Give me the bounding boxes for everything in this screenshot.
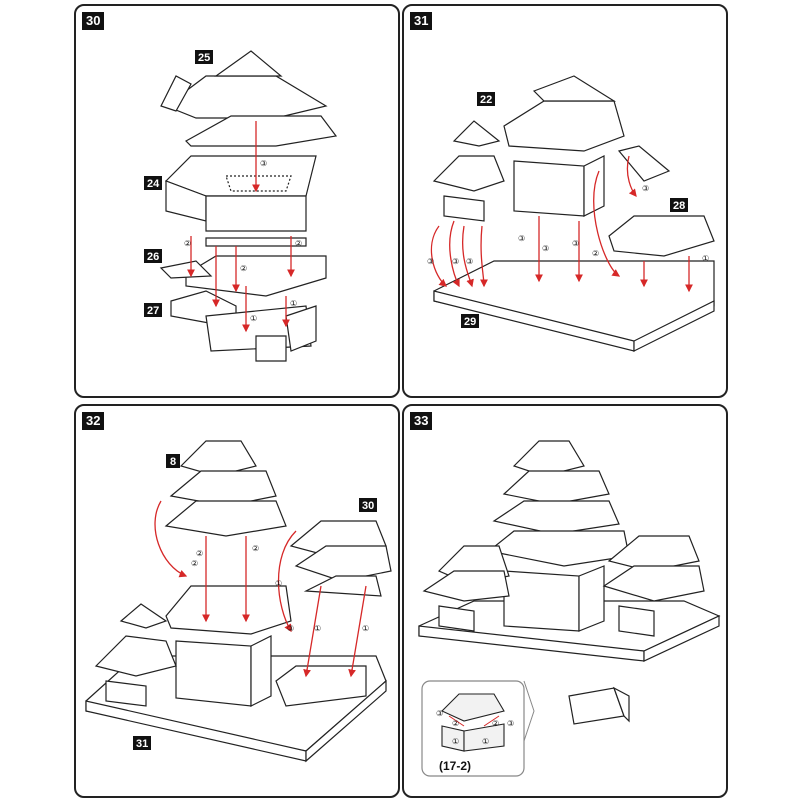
roof-part xyxy=(160,50,338,147)
detail-arrows xyxy=(448,715,500,727)
detail-part xyxy=(441,693,505,752)
detail-callout: ③ ② ② ③ ① ① (17-2) xyxy=(421,680,535,777)
base-part xyxy=(170,290,317,362)
fold-number: ③ xyxy=(542,244,549,253)
fold-number: ① xyxy=(250,314,257,323)
flap-piece xyxy=(568,686,630,725)
fold-number: ③ xyxy=(260,159,267,168)
fold-number: ① xyxy=(290,299,297,308)
step-32-number: 32 xyxy=(82,412,105,430)
step-32-illustration: ② ② ② ① ① ① ③ 8 30 31 xyxy=(85,440,392,763)
right-tower xyxy=(275,520,392,707)
fold-number: ② xyxy=(492,719,499,728)
step-30-illustration: ③ ② ② ② ① ① 25 24 26 27 xyxy=(144,50,338,362)
side-roof xyxy=(608,145,715,257)
fold-number: ② xyxy=(191,559,198,568)
step-33-illustration: ③ ② ② ③ ① ① (17-2) xyxy=(418,440,721,777)
fold-number: ③ xyxy=(507,719,514,728)
part-label-28: 28 xyxy=(673,200,685,212)
main-tower xyxy=(503,75,625,217)
fold-number: ③ xyxy=(287,624,294,633)
left-tower xyxy=(94,603,177,707)
fold-number: ② xyxy=(592,249,599,258)
step-33-number: 33 xyxy=(410,412,433,430)
step-30-number: 30 xyxy=(82,12,105,30)
fold-number: ③ xyxy=(642,184,649,193)
fold-number: ② xyxy=(252,544,259,553)
fold-number: ③ xyxy=(427,257,434,266)
part-label-29: 29 xyxy=(464,316,476,328)
assembly-arrows xyxy=(154,500,367,678)
fold-number: ③ xyxy=(452,257,459,266)
fold-number: ① xyxy=(452,737,459,746)
fold-number: ③ xyxy=(518,234,525,243)
fold-number: ① xyxy=(702,254,709,263)
fold-number: ② xyxy=(452,719,459,728)
step-33-panel: 33 xyxy=(402,404,728,798)
part-label-8: 8 xyxy=(170,456,176,468)
fold-number: ② xyxy=(240,264,247,273)
fold-number: ① xyxy=(482,737,489,746)
completed-castle xyxy=(418,440,721,662)
assembly-arrows xyxy=(187,121,295,333)
base-platform xyxy=(433,260,715,352)
fold-number: ③ xyxy=(436,709,443,718)
step-31-panel: 31 xyxy=(402,4,728,398)
part-label-27: 27 xyxy=(147,305,159,317)
fold-number: ① xyxy=(275,579,282,588)
part-label-22: 22 xyxy=(480,94,492,106)
left-tower xyxy=(432,120,505,222)
assembly-arrows xyxy=(430,155,693,293)
step-30-panel: 30 xyxy=(74,4,400,398)
part-label-24: 24 xyxy=(147,178,160,190)
fold-number: ② xyxy=(295,239,302,248)
part-label-31: 31 xyxy=(136,738,148,750)
part-label-26: 26 xyxy=(147,251,159,263)
fold-number: ③ xyxy=(572,239,579,248)
part-label-30: 30 xyxy=(362,500,374,512)
upper-tower xyxy=(164,440,287,537)
fold-number: ① xyxy=(314,624,321,633)
step-32-panel: 32 xyxy=(74,404,400,798)
part-label-25: 25 xyxy=(198,52,210,64)
fold-number: ② xyxy=(184,239,191,248)
step-31-number: 31 xyxy=(410,12,433,30)
step-31-illustration: ③ ③ ③ ③ ③ ③ ② ① ③ 22 28 29 xyxy=(427,75,715,352)
main-tower xyxy=(165,585,292,707)
fold-number: ② xyxy=(196,549,203,558)
fold-number: ① xyxy=(362,624,369,633)
body-part xyxy=(164,155,317,232)
fold-number: ③ xyxy=(466,257,473,266)
detail-label: (17-2) xyxy=(439,759,471,773)
